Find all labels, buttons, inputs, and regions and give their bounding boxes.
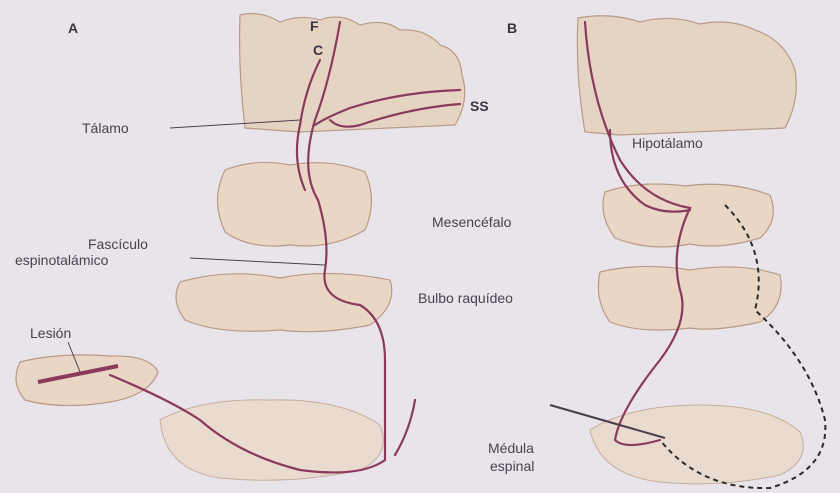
leader-fasciculo [190,258,325,265]
leader-lesion [68,342,80,372]
leader-talamo [170,120,300,128]
